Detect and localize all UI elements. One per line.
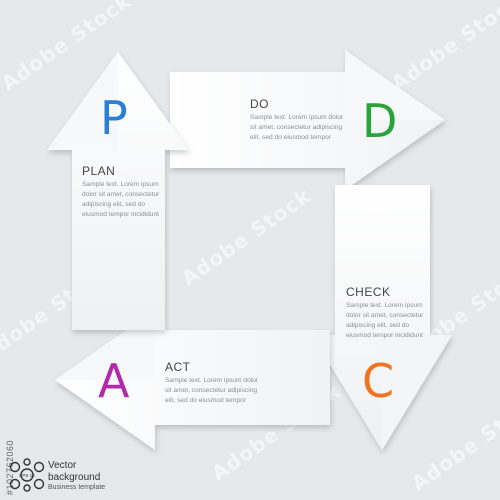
title-do: DO: [250, 97, 269, 111]
text-act: Sample text. Lorem ipsum dolor sit amet,…: [165, 377, 259, 404]
eps-logo-icon: EPS 10: [9, 458, 45, 492]
footer-line1: Vector: [48, 460, 77, 471]
letter-a: A: [98, 354, 130, 408]
text-plan: Sample text. Lorem ipsum dolor sit amet,…: [82, 181, 160, 218]
footer-line2: background: [48, 472, 101, 483]
title-act: ACT: [165, 360, 191, 374]
letter-p: P: [100, 91, 128, 145]
footer-subtitle: Business template: [48, 484, 106, 491]
arrow-do: [170, 50, 445, 190]
footer-title: Vector background: [48, 460, 100, 484]
arrow-plan: [47, 52, 189, 330]
title-plan: PLAN: [82, 164, 116, 178]
title-check: CHECK: [346, 285, 391, 299]
letter-c: C: [362, 354, 395, 408]
letter-d: D: [362, 94, 398, 148]
text-check: Sample text. Lorem ipsum dolor sit amet,…: [346, 302, 424, 339]
logo-text: EPS 10: [19, 473, 35, 478]
text-do: Sample text. Lorem ipsum dolor sit amet,…: [250, 114, 344, 141]
arrow-check: [312, 185, 452, 450]
